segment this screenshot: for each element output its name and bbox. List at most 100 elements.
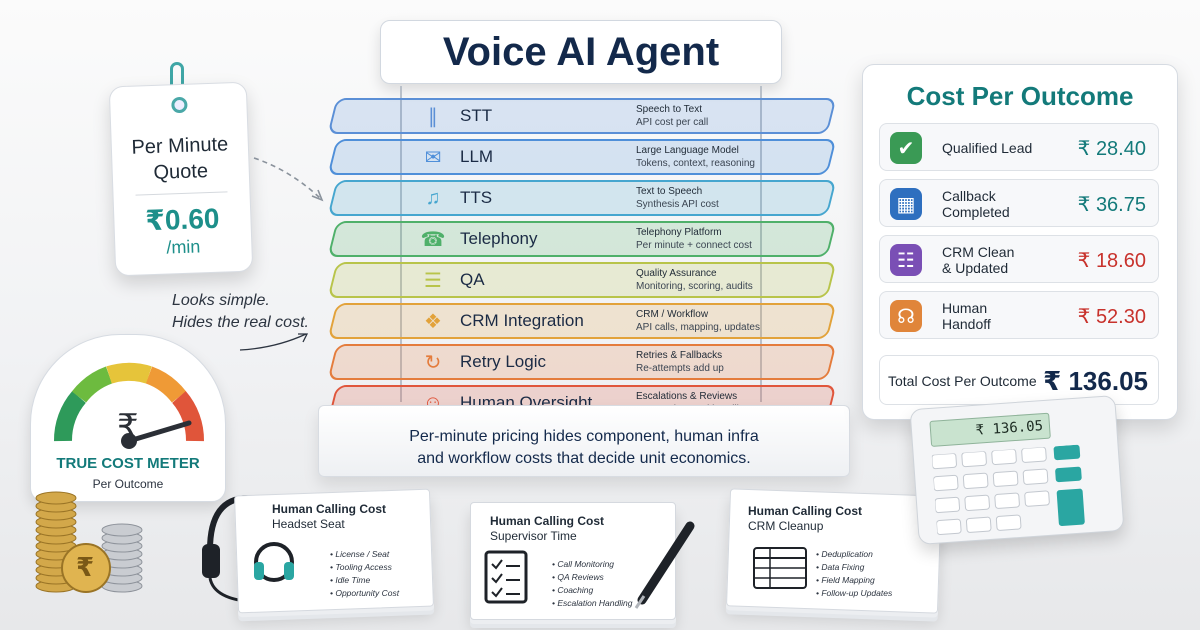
total-label: Total Cost Per Outcome [888, 373, 1037, 389]
layer-label: Retry Logic [460, 352, 546, 371]
pedestal: Per-minute pricing hides component, huma… [318, 405, 850, 477]
dashed-arrow-icon [253, 157, 324, 202]
coin-stack-icon [35, 491, 143, 593]
layer-desc-subtitle: API calls, mapping, updates [636, 322, 760, 333]
layer-tts: ♫ TTS [420, 183, 620, 213]
meter-title: TRUE COST METER [56, 455, 200, 472]
spreadsheet-icon [753, 547, 807, 589]
layer-label: TTS [460, 188, 493, 207]
speaker-icon: ♫ [425, 186, 441, 209]
clipboard-icon: ☰ [424, 269, 442, 292]
layer-qa: ☰ QA [420, 265, 620, 295]
outcome-label: Qualified Lead [942, 140, 1033, 156]
rupee-icon: ₹ [117, 408, 139, 446]
layer-desc-title: Speech to Text [636, 104, 702, 115]
user-check-icon: ✔ [890, 132, 922, 164]
calculator-keys-icon [931, 444, 1085, 536]
phone-icon: ☎ [420, 228, 446, 251]
card-item: Follow-up Updates [816, 587, 892, 600]
card-item: Escalation Handling [552, 597, 632, 610]
outcome-row: ☷ CRM Clean& Updated ₹ 18.60 [879, 235, 1159, 283]
card-item: Opportunity Cost [330, 587, 399, 600]
layer-desc-subtitle: Tokens, context, reasoning [636, 158, 755, 169]
tag-hole [171, 96, 188, 114]
layer-label: Telephony [460, 229, 538, 248]
outcome-label: CRM Clean& Updated [942, 244, 1015, 276]
tag-divider [135, 191, 228, 196]
panel-title: Cost Per Outcome [906, 81, 1134, 111]
layer-desc-title: Telephony Platform [636, 227, 722, 238]
layer-desc-title: Quality Assurance [636, 268, 717, 279]
calendar-check-icon: ▦ [890, 188, 922, 220]
card-item: Deduplication [816, 548, 892, 561]
calculator-display: ₹ 136.05 [929, 412, 1051, 447]
card-item: Idle Time [330, 574, 399, 587]
layer-desc-subtitle: Re-attempts add up [636, 363, 724, 374]
support-pole [760, 86, 762, 402]
layer-desc-subtitle: Synthesis API cost [636, 199, 719, 210]
total-row: Total Cost Per Outcome ₹ 136.05 [879, 355, 1159, 405]
card-item: Call Monitoring [552, 558, 632, 571]
tag-price: ₹0.60 [144, 202, 220, 237]
headphones-icon [254, 542, 294, 582]
layer-desc-title: Retries & Fallbacks [636, 350, 723, 361]
curved-arrow-icon [239, 333, 309, 351]
layer-desc-subtitle: API cost per call [636, 117, 709, 128]
waveform-icon: ∥ [428, 105, 438, 128]
outcome-row: ✔ Qualified Lead ₹ 28.40 [879, 123, 1159, 171]
checklist-icon [484, 550, 528, 604]
layer-label: QA [460, 270, 485, 289]
layer-retry-logic: ↻ Retry Logic [420, 347, 620, 377]
coin-rupee-icon: ₹ [76, 552, 95, 582]
layer-desc-subtitle: Per minute + connect cost [636, 240, 752, 251]
layer-llm: ✉ LLM [420, 142, 620, 172]
page-title: Voice AI Agent [380, 20, 782, 84]
pedestal-caption: Per-minute pricing hides component, huma… [409, 428, 759, 467]
card-item-list: DeduplicationData FixingField MappingFol… [816, 548, 892, 600]
outcome-value: ₹ 52.30 [1077, 306, 1146, 328]
layer-desc-title: CRM / Workflow [636, 309, 709, 320]
tag-title: Per Minute Quote [131, 133, 229, 184]
card-item: License / Seat [330, 548, 399, 561]
layer-telephony: ☎ Telephony [420, 224, 620, 254]
database-check-icon: ☷ [890, 244, 922, 276]
handwritten-note: Looks simple. Hides the real cost. [172, 292, 309, 331]
total-value: ₹ 136.05 [1043, 366, 1148, 396]
card-item: Field Mapping [816, 574, 892, 587]
outcome-value: ₹ 28.40 [1077, 138, 1146, 160]
puzzle-icon: ❖ [424, 310, 442, 333]
price-tag: Per Minute Quote ₹0.60 /min [108, 81, 254, 277]
true-cost-meter: ₹ TRUE COST METER Per Outcome [30, 334, 226, 502]
calculator: ₹ 136.05 [909, 394, 1125, 546]
layer-label: CRM Integration [460, 311, 584, 330]
layer-label: STT [460, 106, 493, 125]
headset-user-icon: ☊ [890, 300, 922, 332]
layer-desc-title: Escalations & Reviews [636, 391, 738, 402]
cost-per-outcome-panel: Cost Per Outcome ✔ Qualified Lead ₹ 28.40 ▦… [862, 64, 1178, 420]
refresh-icon: ↻ [424, 351, 442, 374]
chat-bubble-icon: ✉ [424, 146, 442, 169]
card-item: Coaching [552, 584, 632, 597]
meter-subtitle: Per Outcome [92, 477, 164, 491]
layer-label: LLM [460, 147, 494, 166]
outcome-value: ₹ 36.75 [1077, 194, 1146, 216]
tag-string [170, 62, 184, 100]
outcome-value: ₹ 18.60 [1077, 250, 1146, 272]
card-item: Tooling Access [330, 561, 399, 574]
pen-icon [634, 521, 695, 609]
card-item-list: Call MonitoringQA ReviewsCoachingEscalat… [552, 558, 632, 610]
layer-desc-title: Text to Speech [636, 186, 703, 197]
card-item: QA Reviews [552, 571, 632, 584]
